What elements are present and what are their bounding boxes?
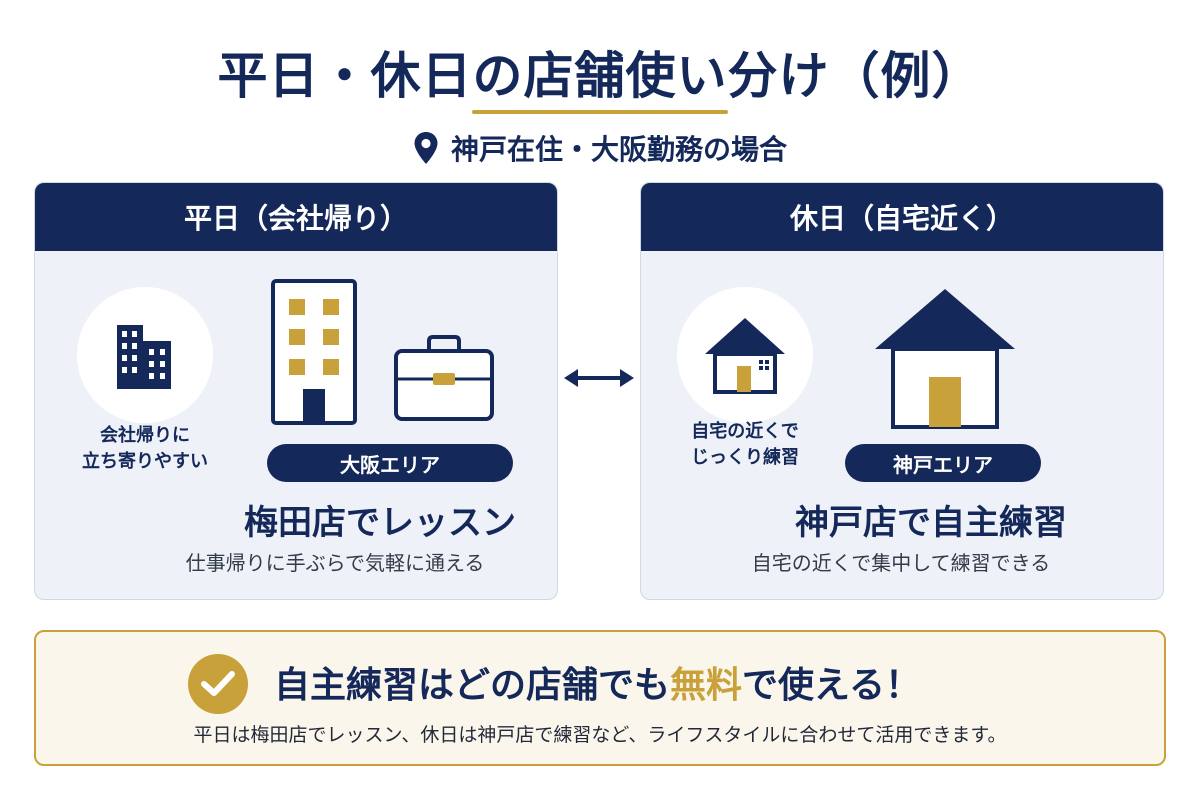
small-house-icon (705, 318, 785, 394)
tall-building-icon (271, 279, 357, 425)
subtitle-text: 神戸在住・大阪勤務の場合 (450, 133, 787, 166)
weekday-circle-caption-line2: 立ち寄りやすい (82, 451, 208, 472)
home-circle (677, 287, 813, 423)
holiday-circle-caption-line2: じっくり練習 (691, 447, 799, 468)
checkmark-glyph (201, 671, 235, 696)
weekday-description: 仕事帰りに手ぶらで気軽に通える (185, 551, 485, 575)
subtitle-row: 神戸在住・大阪勤務の場合 (0, 128, 1200, 168)
holiday-panel-header: 休日（自宅近く） (641, 183, 1163, 251)
banner-headline-after: で使える！ (742, 665, 921, 706)
weekday-circle-caption-line1: 会社帰りに (100, 425, 190, 446)
banner-headline-before: 自主練習はどの店舗でも (274, 665, 671, 706)
free-practice-banner: 自主練習はどの店舗でも無料で使える！ 平日は梅田店でレッスン、休日は神戸店で練習… (34, 630, 1166, 766)
holiday-circle-caption-line1: 自宅の近くで (691, 421, 799, 442)
large-house-icon (875, 289, 1015, 429)
holiday-area-pill: 神戸エリア (845, 444, 1041, 482)
weekday-circle-caption: 会社帰りに 立ち寄りやすい (59, 423, 231, 475)
weekday-panel: 平日（会社帰り） 会社帰りに 立ち寄りやすい (34, 182, 558, 600)
weekday-headline: 梅田店でレッスン (244, 503, 516, 543)
banner-body: 平日は梅田店でレッスン、休日は神戸店で練習など、ライフスタイルに合わせて活用でき… (193, 724, 1007, 746)
banner-headline-accent: 無料 (670, 665, 743, 706)
holiday-headline: 神戸店で自主練習 (795, 503, 1067, 543)
holiday-description: 自宅の近くで集中して練習できる (751, 551, 1051, 575)
office-buildings-icon (117, 325, 171, 389)
double-arrow-icon (564, 369, 634, 387)
title-underline (472, 110, 728, 114)
weekday-area-pill: 大阪エリア (267, 444, 513, 482)
location-pin-icon (414, 132, 438, 164)
page-title: 平日・休日の店舗使い分け（例） (217, 47, 983, 105)
holiday-panel: 休日（自宅近く） 自宅の近くで じっくり練習 神戸エリア 神戸店で自主練習 自宅… (640, 182, 1164, 600)
holiday-circle-caption: 自宅の近くで じっくり練習 (661, 419, 829, 471)
office-circle (77, 287, 213, 423)
weekday-panel-header: 平日（会社帰り） (35, 183, 557, 251)
banner-headline: 自主練習はどの店舗でも無料で使える！ (274, 656, 1034, 708)
check-circle-icon (188, 654, 248, 714)
briefcase-icon (394, 335, 494, 421)
